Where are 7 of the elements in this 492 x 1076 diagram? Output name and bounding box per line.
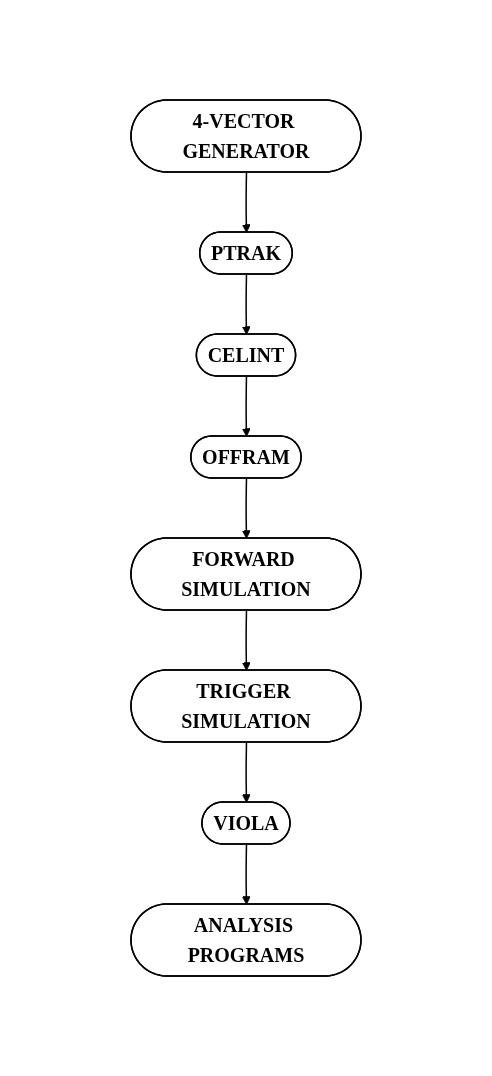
arrow xyxy=(241,609,251,671)
arrow xyxy=(241,843,251,905)
arrow xyxy=(241,171,251,233)
arrow xyxy=(241,741,251,803)
arrow xyxy=(241,477,251,539)
arrow xyxy=(241,273,251,335)
arrow xyxy=(241,375,251,437)
